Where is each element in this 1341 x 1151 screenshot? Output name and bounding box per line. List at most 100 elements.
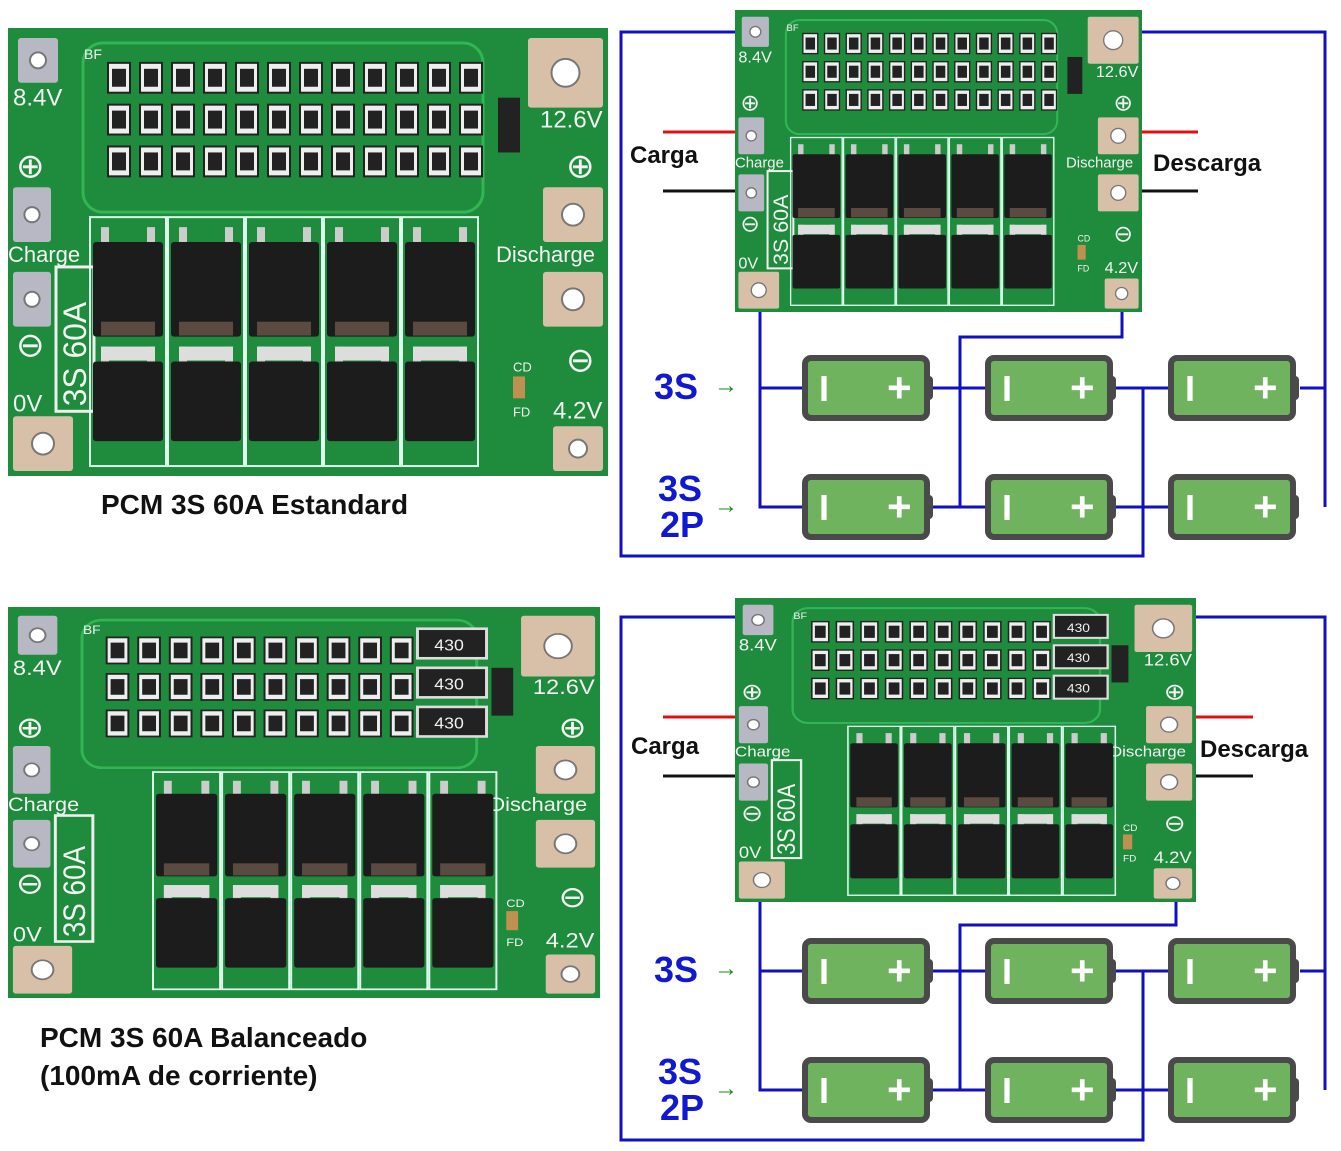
charge-label: Carga: [631, 733, 700, 760]
battery-body: [985, 474, 1113, 540]
mosfet: [93, 242, 163, 337]
smd-body: [805, 37, 816, 50]
battery-body: [1168, 1057, 1296, 1123]
model-label: 3S 60A: [773, 783, 801, 854]
smd-body: [110, 679, 125, 695]
smd-body: [987, 654, 998, 667]
plus-icon: ⊕: [16, 147, 44, 185]
label-8-4v: 8.4V: [738, 48, 772, 66]
smd-body: [827, 65, 837, 78]
mosfet: [951, 234, 999, 289]
smd-body: [937, 625, 949, 638]
capacitor: [506, 911, 519, 931]
mosfet: [1065, 824, 1114, 879]
smd-body: [1000, 65, 1011, 78]
smd-body: [805, 65, 816, 78]
mosfet-tab: [101, 346, 155, 361]
mosfet: [363, 898, 425, 968]
smd-body: [848, 93, 859, 106]
battery-3s-1: I+: [802, 938, 933, 1004]
mosfet-pin: [232, 780, 241, 799]
smd-body: [304, 68, 318, 87]
mosfet-pin: [101, 227, 109, 248]
mosfet: [405, 361, 475, 442]
mosfet-pin: [147, 227, 155, 248]
mosfet: [792, 154, 841, 219]
pad-0v-hole: [750, 282, 767, 299]
mosfet-tab: [413, 321, 467, 336]
label-0v: 0V: [13, 923, 42, 946]
wire-0v: [758, 878, 805, 1092]
smd-body: [937, 682, 949, 695]
mosfet: [432, 793, 494, 877]
pad-0v-hole: [752, 871, 772, 889]
label-4-2v: 4.2V: [1105, 259, 1139, 277]
label-0v: 0V: [739, 843, 762, 862]
mosfet: [850, 824, 898, 879]
smd-body: [913, 654, 925, 667]
wire-4-2v: [958, 290, 1124, 507]
mosfet-outline: [1001, 136, 1055, 306]
smd-body: [1022, 37, 1033, 50]
mosfet-tab: [903, 224, 941, 235]
mosfet: [294, 793, 356, 877]
smd-body: [240, 152, 254, 171]
label-fd: FD: [1078, 264, 1090, 274]
pad-charge-negative-hole: [745, 187, 758, 199]
smd-body: [304, 152, 318, 171]
mosfet: [845, 154, 894, 219]
mosfet-outline: [245, 216, 323, 468]
pad-4-2v-hole: [560, 965, 581, 983]
pad-discharge-negative-hole: [553, 833, 578, 855]
pad-charge-negative-hole: [746, 776, 761, 788]
mosfet-outline: [167, 216, 245, 468]
mosfet-outline: [323, 216, 401, 468]
battery-body: [1168, 355, 1296, 421]
mosfet: [1004, 154, 1052, 219]
mosfet-tab: [232, 885, 279, 898]
battery-body: [985, 355, 1113, 421]
mosfet: [951, 154, 999, 219]
minus-icon: ⊖: [1164, 811, 1186, 836]
pcb-standard-wiring-board: 8.4V12.6V⊕Charge⊖0V⊕Discharge⊖4.2VCDFD3S…: [735, 10, 1142, 312]
label-discharge: Discharge: [496, 242, 595, 267]
battery-plus-label: +: [1070, 1066, 1095, 1113]
model-label-box: [766, 170, 795, 270]
smd-body: [144, 68, 158, 87]
resistor-value: 430: [1067, 621, 1090, 635]
mosfet-pin: [993, 733, 1000, 747]
battery-body: [802, 938, 930, 1004]
smd-body: [913, 682, 925, 695]
mosfet-pin: [179, 227, 187, 248]
capacitor: [513, 376, 525, 399]
mosfet-tab: [302, 885, 348, 898]
smd-body: [839, 654, 851, 667]
smd-body: [112, 110, 126, 129]
smd-body: [336, 68, 350, 87]
mosfet: [363, 793, 425, 877]
mosfet: [249, 242, 319, 337]
config-3s2p-line2: 2P: [660, 1087, 705, 1128]
smd-body: [300, 642, 314, 659]
minus-icon: ⊖: [740, 211, 759, 237]
smd-body: [336, 110, 350, 129]
mosfet-tab: [963, 797, 1000, 807]
pad-charge-positive-hole: [23, 206, 41, 224]
battery-minus-label: I: [1002, 1070, 1012, 1111]
model-label: 3S 60A: [768, 194, 793, 265]
smd-body: [176, 152, 190, 171]
label-8-4v: 8.4V: [13, 656, 62, 679]
label-discharge: Discharge: [1110, 745, 1186, 761]
pcb-trace: [784, 19, 1059, 136]
mosfet: [405, 242, 475, 337]
mosfet-pin: [1100, 733, 1107, 747]
resistor-430: [1052, 644, 1109, 670]
smd-body: [268, 715, 283, 732]
charge-label: Carga: [630, 142, 699, 169]
smd-body: [394, 679, 409, 695]
label-cd: CD: [506, 896, 525, 909]
capacitor: [1123, 834, 1133, 850]
mosfet-tab: [101, 321, 155, 336]
mosfet-pin: [339, 780, 348, 799]
battery-minus-label: I: [1185, 487, 1195, 528]
